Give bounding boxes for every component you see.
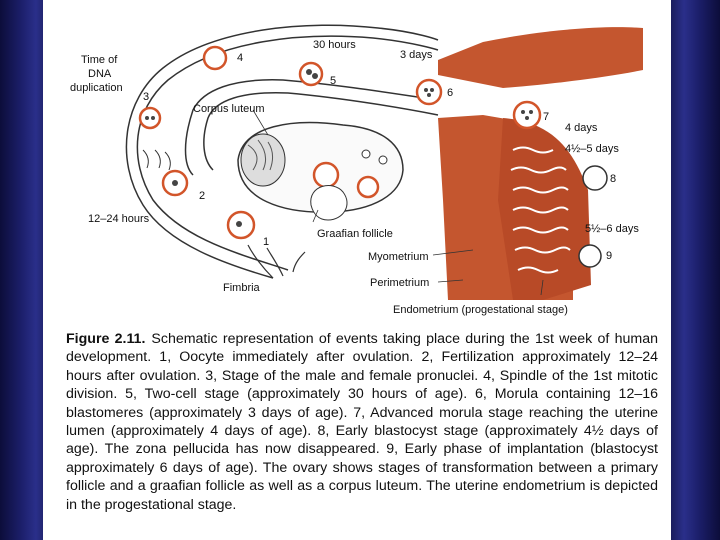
label-4-5-days: 4½–5 days [565,143,619,155]
uterus-upper-wall [438,27,643,88]
stage-8-cell [583,166,607,190]
stage-number-2: 2 [199,190,205,202]
stage-number-3: 3 [143,91,149,103]
sperm-lines [143,150,170,170]
stage-9-cell [579,245,601,267]
label-dna: DNA [88,68,112,80]
stage-number-1: 1 [263,236,269,248]
label-3-days: 3 days [400,49,433,61]
slide-page: Time of DNA duplication 30 hours 3 days … [43,0,671,540]
label-30-hours: 30 hours [313,39,356,51]
label-graafian-follicle: Graafian follicle [317,228,393,240]
stage-7-cell [514,102,540,128]
stage-number-4: 4 [237,52,243,64]
figure-caption: Figure 2.11.Schematic representation of … [66,330,658,514]
stage-number-5: 5 [330,75,336,87]
stage-number-7: 7 [543,111,549,123]
ovary-follicle-a [314,163,338,187]
figure-caption-text: Schematic representation of events takin… [66,331,658,513]
stage-number-8: 8 [610,173,616,185]
label-corpus-luteum: Corpus luteum [193,103,265,115]
figure-number: Figure 2.11. [66,331,145,347]
label-fimbria: Fimbria [223,282,261,294]
label-duplication: duplication [70,82,123,94]
label-endometrium: Endometrium (progestational stage) [393,304,568,316]
ovary-follicle-b [358,177,378,197]
label-perimetrium: Perimetrium [370,277,429,289]
stage-4-cell [204,47,226,69]
label-4-days: 4 days [565,122,598,134]
embryo-development-diagram: Time of DNA duplication 30 hours 3 days … [43,0,671,330]
stage-number-6: 6 [447,87,453,99]
label-5-6-days: 5½–6 days [585,223,639,235]
stage-3-cell [140,108,160,128]
label-12-24-hours: 12–24 hours [88,213,150,225]
stage-number-9: 9 [606,250,612,262]
label-myometrium: Myometrium [368,251,429,263]
label-time-of: Time of [81,54,118,66]
corpus-luteum-structure [241,134,285,186]
ovary-follicle-d [379,156,387,164]
ovary-follicle-c [362,150,370,158]
stage-6-cell [417,80,441,104]
